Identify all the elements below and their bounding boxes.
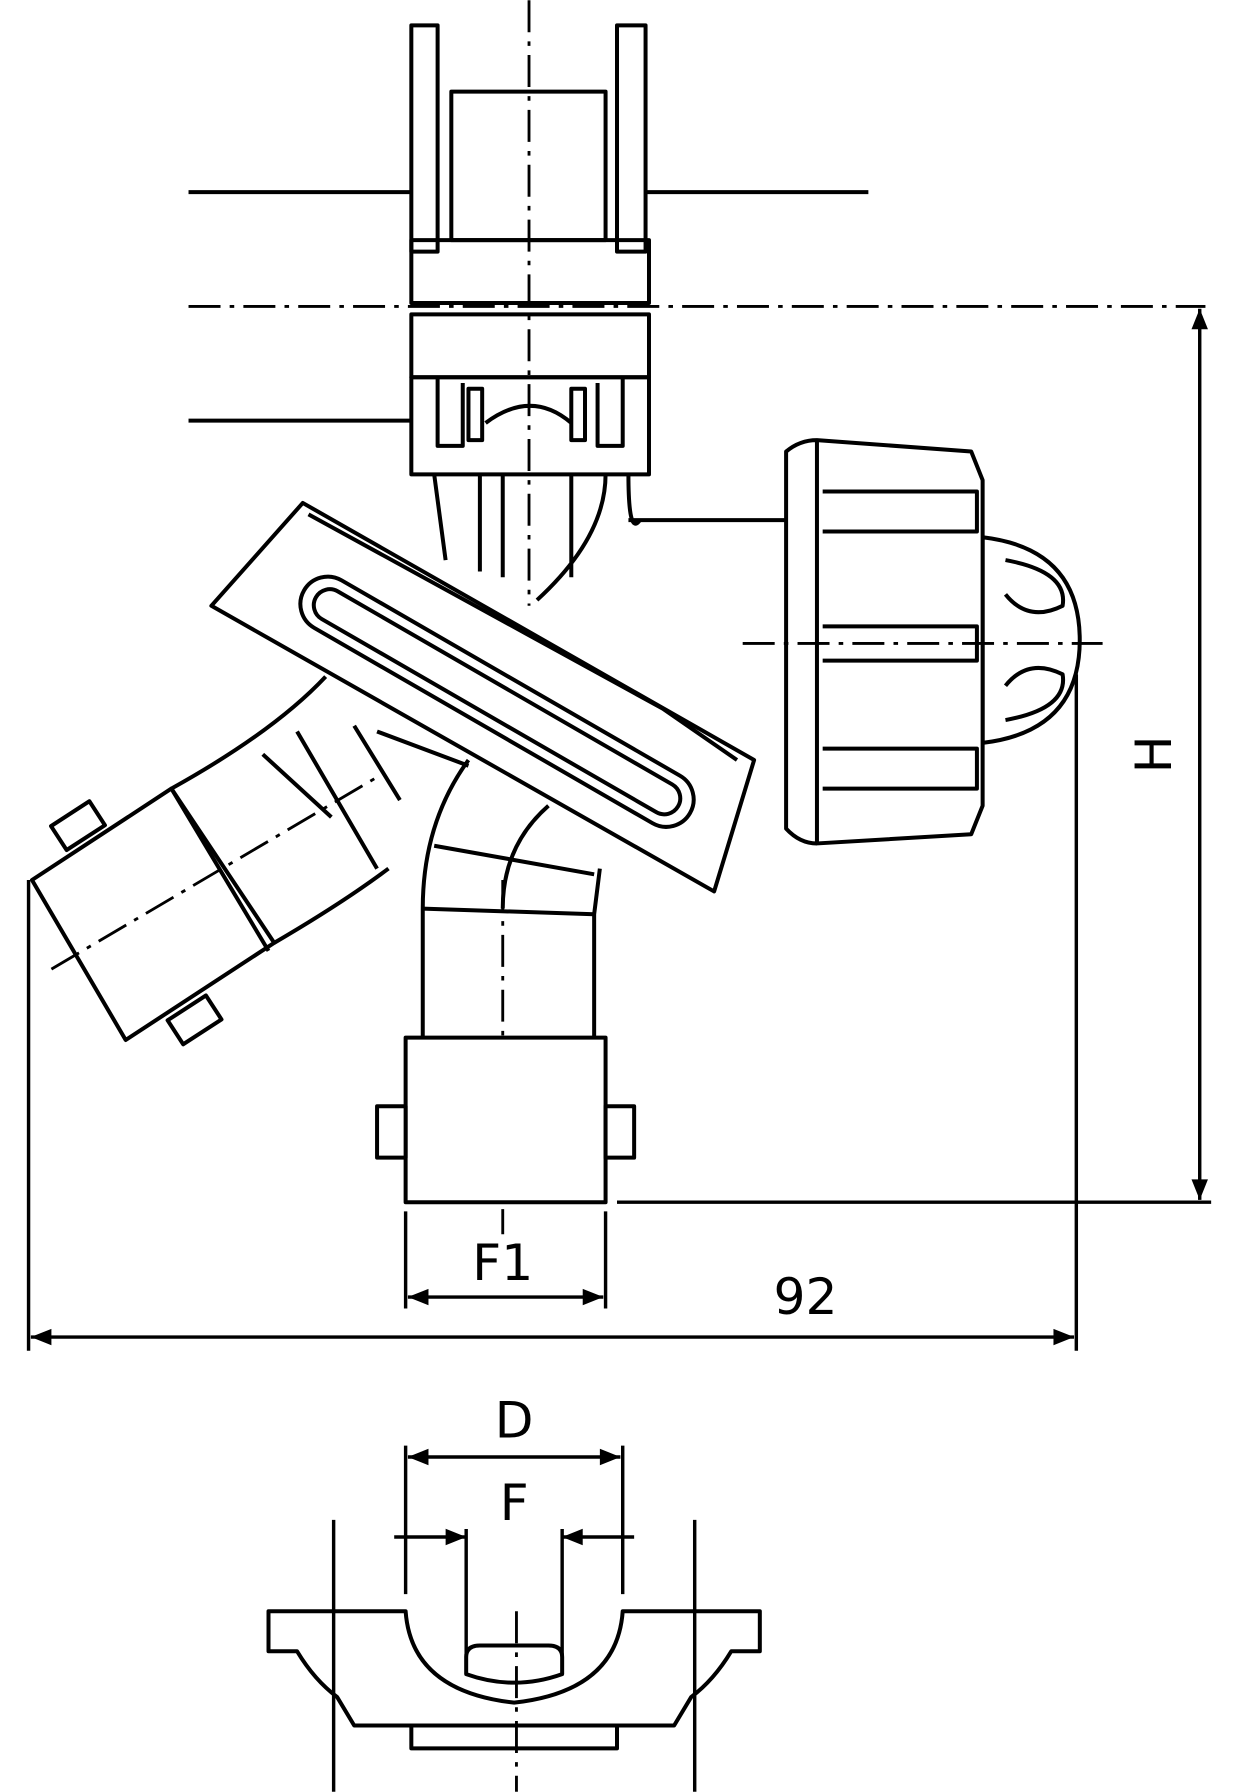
slanted-plate: [209, 500, 757, 894]
dimension-f1: F1: [403, 1211, 608, 1309]
lower-stem: [375, 729, 637, 1235]
dimension-92: 92: [26, 674, 1079, 1351]
bottom-view: D F: [266, 1391, 762, 1792]
flange-label: F1: [472, 1233, 533, 1292]
left-arm: [29, 675, 402, 1047]
height-label: H: [1124, 735, 1183, 773]
width-label: 92: [774, 1267, 838, 1326]
diameter-label: D: [495, 1391, 534, 1450]
top-coupling: [188, 0, 1206, 606]
inner-label: F: [500, 1473, 529, 1532]
dimension-h: H: [617, 308, 1212, 1204]
handwheel: [742, 438, 1103, 846]
